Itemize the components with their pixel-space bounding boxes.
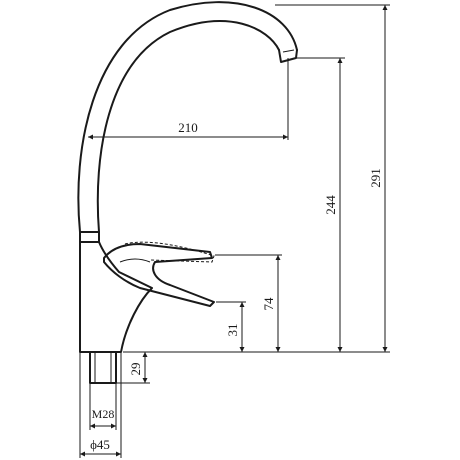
spout-inner [96,20,280,233]
mixer-body [79,241,153,353]
shank [89,351,117,384]
aerator-line [282,49,295,53]
shank-length-label: 29 [128,363,143,376]
lever-detail [119,258,151,263]
reach-label: 210 [178,120,198,135]
thread-label: M28 [92,407,115,421]
body-height-label: 31 [225,324,240,337]
lever-height-label: 74 [261,297,276,311]
spout-collar [79,231,100,243]
outlet-height-label: 244 [323,195,338,215]
lever [103,243,215,307]
spout-outer [77,1,298,233]
base-diameter-label: ϕ45 [90,437,110,452]
total-height-label: 291 [368,168,383,188]
lever-raised-outline [124,241,215,263]
dimension-lines: 210 291 244 74 31 29 M28 ϕ45 [79,4,390,458]
faucet-outline [77,1,298,384]
